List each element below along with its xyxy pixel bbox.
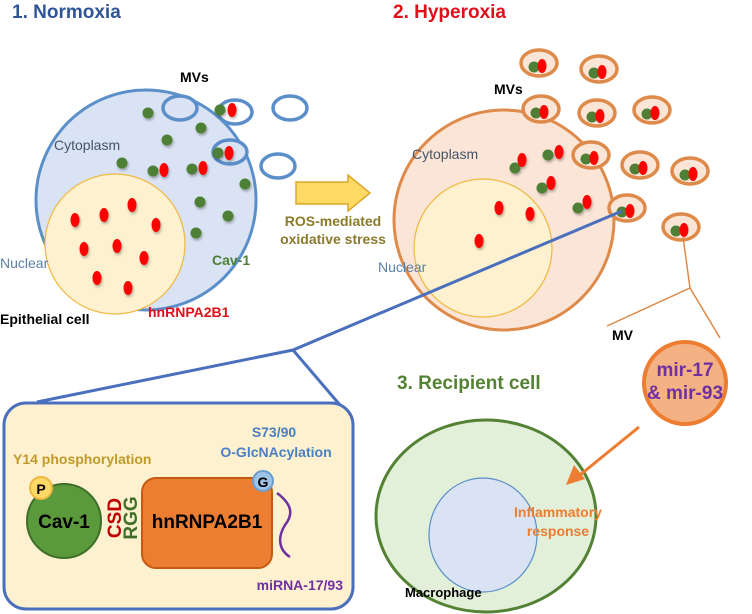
cytoplasm-complexes: [509, 145, 592, 214]
phosphate-badge-label: P: [36, 481, 45, 497]
transition: ROS-mediated oxidative stress: [280, 173, 386, 247]
mirna-label: miRNA-17/93: [257, 577, 344, 593]
arrow-head-icon: [566, 465, 585, 485]
nucleus: [413, 178, 553, 318]
glcnac-label: O-GlcNAcylation: [220, 444, 331, 460]
microvesicle: [259, 152, 297, 180]
inset-zoom-line: [291, 349, 342, 406]
hyperoxia-mvs-label: MVs: [494, 81, 523, 97]
zoom-connectors: [36, 209, 721, 406]
inset-cav1-label: Cav-1: [38, 512, 90, 533]
recipient-title: 3. Recipient cell: [397, 373, 541, 394]
normoxia-hnrnpa2b1-label: hnRNPA2B1: [148, 304, 230, 320]
macrophage-nucleus: [428, 477, 538, 593]
loaded-microvesicles: [519, 48, 710, 242]
glcnac-site-label: S73/90: [252, 424, 297, 440]
hnrnpa2b1-protein: [141, 477, 273, 569]
ros-label-line2: oxidative stress: [280, 231, 386, 247]
ros-label-line1: ROS-mediated: [285, 213, 381, 229]
molecular-inset: Y14 phosphorylation S73/90 O-GlcNAcylati…: [2, 401, 355, 611]
csd-domain-label: CSD: [105, 498, 126, 538]
phosphate-badge: [29, 476, 53, 500]
glcnac-badge-label: G: [258, 474, 269, 490]
normoxia-cav1-label: Cav-1: [212, 252, 250, 268]
hnrnpa2b1-dots: [70, 103, 237, 295]
recipient-panel: 3. Recipient cell MV mir-17 & mir-93 Inf…: [374, 327, 728, 614]
hyperoxia-cytoplasm-label: Cytoplasm: [412, 146, 478, 162]
normoxia-mvs-label: MVs: [180, 69, 209, 85]
mv-zoom-line: [682, 236, 691, 289]
normoxia-nuclear-label: Nuclear: [0, 255, 49, 271]
glcnac-badge: [252, 470, 274, 492]
mv-content-line2: & mir-93: [647, 383, 723, 404]
cav1-protein: [26, 483, 102, 559]
microvesicle: [271, 94, 309, 122]
mv-label: MV: [612, 327, 634, 343]
arrow-right-icon: [295, 173, 372, 213]
cav1-dots: [116, 104, 251, 239]
rgg-domain-label: RGG: [121, 496, 142, 539]
delivery-arrow: [579, 425, 640, 477]
response-line2: response: [527, 523, 589, 539]
epithelial-cell-label: Epithelial cell: [0, 311, 89, 327]
nuclear-hnrnpa2b1-dots: [474, 201, 535, 248]
inset-hnrnpa2b1-label: hnRNPA2B1: [152, 512, 263, 533]
microvesicle: [161, 94, 199, 122]
response-line1: Inflammatory: [514, 504, 602, 520]
normoxia-cytoplasm-label: Cytoplasm: [54, 137, 120, 153]
enlarged-microvesicle: [642, 340, 728, 426]
hyperoxia-panel: 2. Hyperoxia MVs Cy: [378, 2, 710, 332]
phosphorylation-label: Y14 phosphorylation: [13, 451, 151, 467]
mirna-strand-icon: [276, 492, 292, 559]
mv-content-line1: mir-17: [656, 360, 713, 381]
normoxia-panel: 1. Normoxia: [0, 2, 309, 327]
normoxia-title: 1. Normoxia: [12, 2, 121, 23]
hyperoxia-nuclear-label: Nuclear: [378, 259, 427, 275]
hyperoxia-title: 2. Hyperoxia: [393, 2, 506, 23]
macrophage-label: Macrophage: [405, 585, 482, 600]
